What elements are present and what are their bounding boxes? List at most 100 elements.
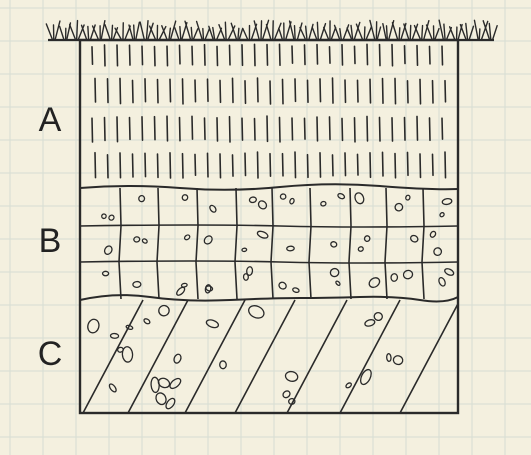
root-dash xyxy=(408,152,409,175)
root-dash xyxy=(270,81,271,104)
root-dash xyxy=(295,79,296,101)
grass-blade xyxy=(225,22,226,40)
root-dash xyxy=(220,154,221,178)
root-dash xyxy=(142,46,143,64)
horizon-label-c: C xyxy=(38,335,63,373)
root-dash xyxy=(267,45,268,66)
root-dash xyxy=(395,154,396,178)
root-dash xyxy=(145,79,146,102)
root-dash xyxy=(345,80,346,102)
root-dash xyxy=(167,46,168,66)
root-dash xyxy=(433,81,434,103)
root-dash xyxy=(320,153,321,177)
grass-blade xyxy=(295,26,296,40)
root-dash xyxy=(370,153,371,178)
root-dash xyxy=(130,45,131,65)
root-dash xyxy=(442,46,443,65)
root-dash xyxy=(195,154,196,175)
grass-blade xyxy=(180,27,181,40)
root-dash xyxy=(220,80,221,102)
root-dash xyxy=(180,45,181,63)
root-dash xyxy=(192,46,193,64)
grass-blade xyxy=(410,25,411,40)
root-dash xyxy=(130,118,131,140)
root-dash xyxy=(170,79,171,101)
grass-blade xyxy=(203,29,204,40)
grass-blade xyxy=(422,26,423,40)
root-dash xyxy=(430,118,431,140)
root-dash xyxy=(245,81,246,103)
horizon-label-a: A xyxy=(39,101,62,139)
root-dash xyxy=(420,79,421,103)
root-dash xyxy=(230,117,231,142)
root-dash xyxy=(95,78,96,102)
root-dash xyxy=(180,117,181,140)
root-dash xyxy=(333,155,334,176)
root-dash xyxy=(255,119,256,140)
root-dash xyxy=(305,45,306,65)
root-dash xyxy=(380,44,381,65)
root-dash xyxy=(330,47,331,63)
root-dash xyxy=(192,116,193,139)
grass-blade xyxy=(134,25,135,40)
root-dash xyxy=(145,153,146,176)
root-dash xyxy=(117,45,118,66)
root-dash xyxy=(108,79,109,103)
root-dash xyxy=(167,116,168,141)
root-dash xyxy=(95,153,96,178)
root-dash xyxy=(155,117,156,140)
root-dash xyxy=(120,78,121,103)
root-dash xyxy=(267,116,268,141)
grass-blade xyxy=(191,27,192,40)
root-dash xyxy=(383,79,384,104)
root-dash xyxy=(120,153,121,178)
root-dash xyxy=(242,118,243,140)
root-dash xyxy=(280,44,281,65)
root-dash xyxy=(445,152,446,178)
root-dash xyxy=(283,79,284,103)
root-dash xyxy=(92,47,93,64)
root-dash xyxy=(442,118,443,139)
root-dash xyxy=(217,118,218,141)
root-dash xyxy=(445,81,446,102)
root-dash xyxy=(355,46,356,63)
root-dash xyxy=(105,45,106,66)
root-dash xyxy=(370,79,371,103)
root-dash xyxy=(433,154,434,175)
root-dash xyxy=(420,154,421,177)
root-dash xyxy=(255,44,256,65)
root-dash xyxy=(230,45,231,65)
root-dash xyxy=(292,118,293,140)
root-dash xyxy=(342,45,343,65)
root-dash xyxy=(205,118,206,139)
root-dash xyxy=(367,116,368,140)
root-dash xyxy=(308,80,309,102)
root-dash xyxy=(330,117,331,140)
root-dash xyxy=(92,118,93,142)
root-dash xyxy=(395,78,396,103)
root-dash xyxy=(233,155,234,176)
grass-blade xyxy=(387,26,388,40)
grass-blade xyxy=(112,25,113,40)
root-dash xyxy=(158,154,159,177)
root-dash xyxy=(283,154,284,176)
root-dash xyxy=(270,154,271,176)
root-dash xyxy=(308,155,309,178)
root-dash xyxy=(117,117,118,142)
grass-blade xyxy=(88,26,89,40)
root-dash xyxy=(133,80,134,102)
root-dash xyxy=(258,152,259,178)
root-dash xyxy=(280,117,281,141)
root-dash xyxy=(205,45,206,65)
grass-blade xyxy=(479,29,480,40)
grass-blade xyxy=(77,21,78,40)
root-dash xyxy=(292,46,293,63)
root-dash xyxy=(417,116,418,140)
root-dash xyxy=(295,152,296,178)
root-dash xyxy=(392,45,393,66)
root-dash xyxy=(358,80,359,102)
root-dash xyxy=(355,118,356,142)
root-dash xyxy=(358,154,359,175)
root-dash xyxy=(345,153,346,176)
